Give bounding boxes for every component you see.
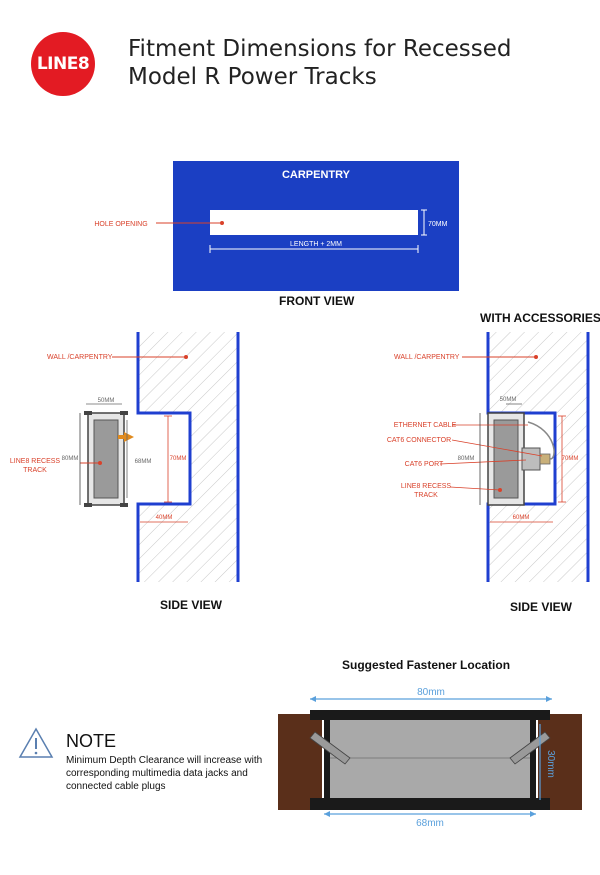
track-label-right-2: TRACK: [414, 492, 438, 499]
ethernet-label: ETHERNET CABLE: [394, 422, 457, 429]
cat6-port: [521, 447, 541, 471]
wall-hatch: [138, 332, 238, 582]
dim-inner-label: 68MM: [135, 459, 152, 465]
wall-edge: [136, 332, 192, 582]
dim-inner-label-fastener: 68mm: [416, 818, 444, 829]
front-view-diagram: CARPENTRY HOLE OPENING 70MM LENGTH + 2MM: [94, 161, 459, 291]
dim-depth-label: 40MM: [156, 515, 173, 521]
dim-opening-label-right: 70MM: [562, 456, 579, 462]
length-dim-label: LENGTH + 2MM: [290, 241, 342, 248]
warning-triangle-icon: [18, 727, 54, 758]
dim-opening-label: 70MM: [170, 456, 187, 462]
side-view-left-diagram: WALL /CARPENTRY LINE8 RECESS TRACK 50MM …: [10, 332, 240, 582]
note-heading: NOTE: [66, 731, 117, 751]
screw-left: [309, 731, 351, 765]
dim-height-label: 30mm: [545, 750, 556, 778]
wall-hatch-right: [488, 332, 588, 582]
carpentry-label: CARPENTRY: [282, 169, 351, 181]
track-cover: [330, 720, 530, 798]
side-view-right-diagram: WALL /CARPENTRY 50MM ETHERNET CABLE CAT6…: [387, 332, 590, 582]
dim-width-label: 80mm: [417, 687, 445, 698]
side-view-right-caption: SIDE VIEW: [510, 600, 573, 614]
line8-logo: LINE8: [31, 32, 95, 96]
wall-label: WALL /CARPENTRY: [47, 354, 113, 361]
port-label: CAT6 PORT: [405, 461, 444, 468]
page-title: Fitment Dimensions for Recessed Model R …: [128, 36, 512, 90]
ethernet-cable: [527, 421, 555, 460]
track-label-right-1: LINE8 RECESS: [401, 483, 452, 490]
front-view-caption: FRONT VIEW: [279, 294, 355, 308]
wood-right: [538, 714, 582, 810]
track-label-2: TRACK: [23, 467, 47, 474]
insert-arrow: [124, 432, 134, 442]
dim-depth-label-right: 60MM: [513, 515, 530, 521]
dim-outer-label-right: 80MM: [458, 456, 475, 462]
fastener-diagram: 80mm 30mm 68mm: [278, 687, 582, 829]
hole-opening-label: HOLE OPENING: [94, 221, 147, 228]
wall-edge-right: [486, 332, 557, 582]
track-label-1: LINE8 RECESS: [10, 458, 61, 465]
with-accessories-heading: WITH ACCESSORIES: [480, 311, 600, 325]
height-dim-label: 70MM: [428, 221, 448, 228]
hole-marker: [220, 221, 224, 225]
note-body: Minimum Depth Clearance will increase wi…: [66, 755, 263, 792]
dim-top-label: 50MM: [98, 398, 115, 404]
side-view-left-caption: SIDE VIEW: [160, 598, 223, 612]
cat6-connector: [539, 453, 551, 465]
hole-opening: [210, 210, 418, 235]
dim-outer-label: 80MM: [62, 456, 79, 462]
connector-label: CAT6 CONNECTOR: [387, 437, 451, 444]
wood-left: [278, 714, 322, 810]
fastener-title: Suggested Fastener Location: [342, 658, 511, 672]
dim-top-label-right: 50MM: [500, 397, 517, 403]
wall-label-right: WALL /CARPENTRY: [394, 354, 460, 361]
